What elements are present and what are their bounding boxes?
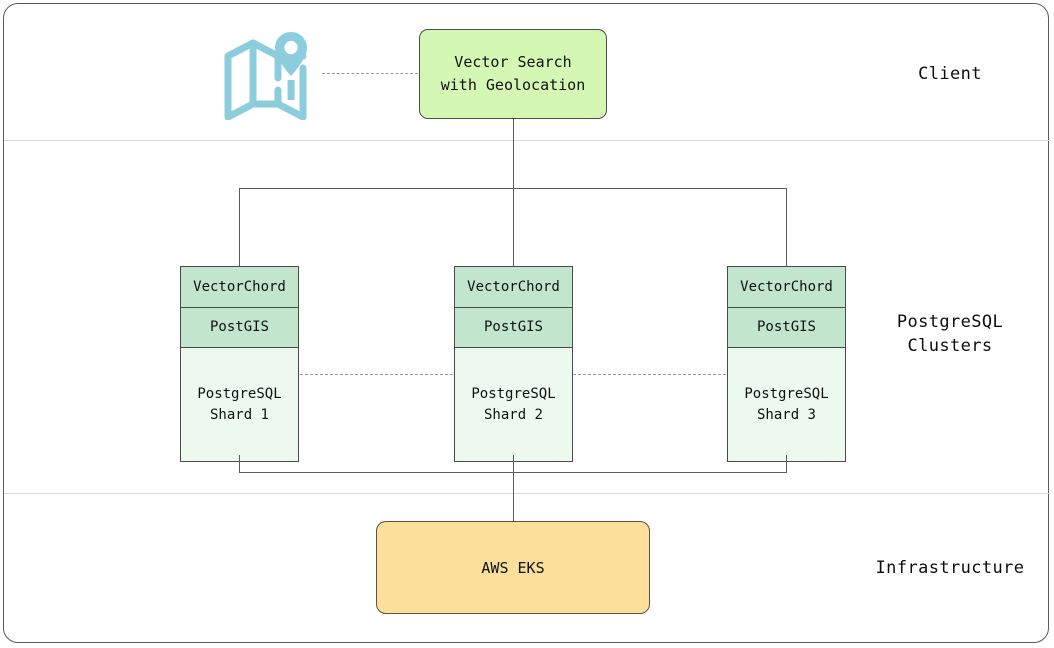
lane-divider-clusters-infrastructure: [4, 493, 1050, 494]
lane-label-postgresql-clusters: PostgreSQL Clusters: [896, 312, 1004, 356]
connector-shard-2-to-shard-3: [573, 374, 726, 375]
shard-1-postgis-label: PostGIS: [209, 319, 269, 335]
lane-label-infrastructure: Infrastructure: [875, 558, 1025, 578]
shard-3-vectorchord-label: VectorChord: [740, 278, 833, 295]
connector-shard-3-to-bus-bottom: [786, 455, 787, 473]
infrastructure-node-aws-eks[interactable]: AWS EKS: [376, 521, 650, 614]
client-node-vector-search[interactable]: Vector Search with Geolocation: [419, 29, 607, 119]
shard-2-database: PostgreSQL Shard 2: [455, 348, 572, 461]
shard-1-layer-postgis: PostGIS: [181, 308, 298, 348]
map-geolocation-icon: [222, 28, 322, 121]
connector-bus-to-infrastructure: [513, 455, 514, 522]
client-node-label: Vector Search with Geolocation: [440, 53, 586, 94]
diagram-frame: [3, 3, 1049, 643]
shard-2-vectorchord-label: VectorChord: [467, 278, 560, 295]
shard-2-layer-postgis: PostGIS: [455, 308, 572, 348]
lane-label-client: Client: [918, 64, 982, 84]
connector-bus-to-shard-3: [786, 188, 787, 267]
shard-3-database-label: PostgreSQL Shard 3: [744, 385, 829, 423]
connector-shard-1-to-bus-bottom: [239, 455, 240, 473]
infrastructure-node-label: AWS EKS: [481, 558, 545, 577]
cluster-node-shard-3[interactable]: VectorChord PostGIS PostgreSQL Shard 3: [727, 266, 846, 462]
shard-2-postgis-label: PostGIS: [483, 319, 543, 335]
connector-bus-to-shard-2: [513, 188, 514, 267]
shard-3-layer-vectorchord: VectorChord: [728, 267, 845, 308]
shard-1-layer-vectorchord: VectorChord: [181, 267, 298, 308]
cluster-node-shard-2[interactable]: VectorChord PostGIS PostgreSQL Shard 2: [454, 266, 573, 462]
shard-2-database-label: PostgreSQL Shard 2: [471, 385, 556, 423]
shard-2-layer-vectorchord: VectorChord: [455, 267, 572, 308]
connector-client-to-bus: [513, 119, 514, 189]
shard-3-layer-postgis: PostGIS: [728, 308, 845, 348]
cluster-node-shard-1[interactable]: VectorChord PostGIS PostgreSQL Shard 1: [180, 266, 299, 462]
shard-1-database: PostgreSQL Shard 1: [181, 348, 298, 461]
shard-3-database: PostgreSQL Shard 3: [728, 348, 845, 461]
shard-3-postgis-label: PostGIS: [756, 319, 816, 335]
connector-shard-1-to-shard-2: [300, 374, 453, 375]
connector-bus-to-shard-1: [239, 188, 240, 267]
connector-map-to-client: [322, 73, 418, 74]
lane-divider-client-clusters: [4, 140, 1050, 141]
shard-1-vectorchord-label: VectorChord: [193, 278, 286, 295]
shard-1-database-label: PostgreSQL Shard 1: [197, 385, 282, 423]
